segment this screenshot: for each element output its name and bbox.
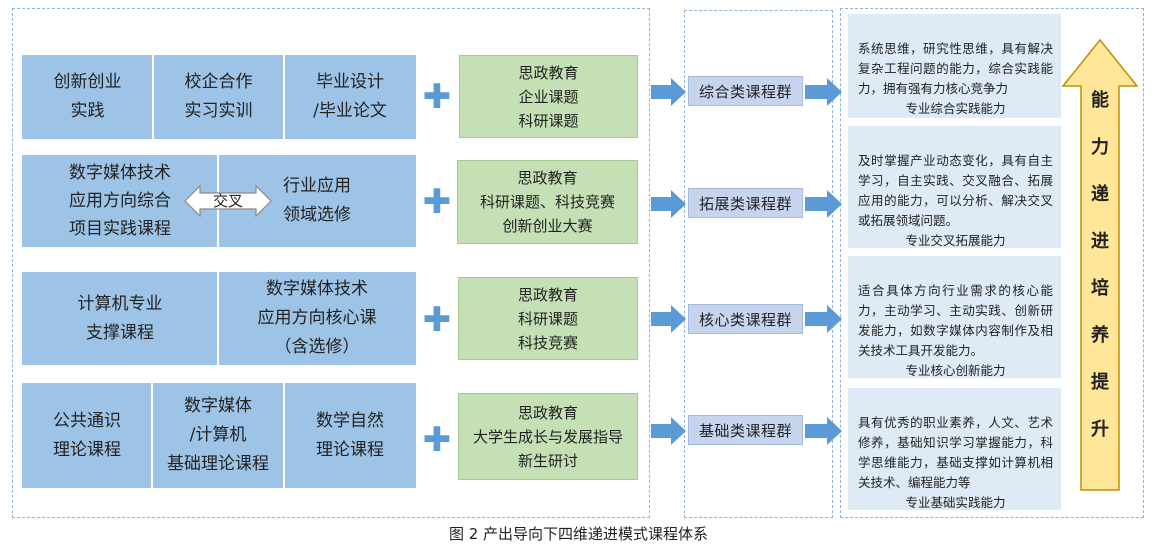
group-panel-frame: [684, 10, 833, 518]
plus-icon: ✚: [422, 77, 452, 117]
course-group-comprehensive: 综合类课程群: [688, 76, 803, 106]
figure-caption: 图 2 产出导向下四维递进模式课程体系: [448, 525, 709, 543]
ability-description: 适合具体方向行业需求的核心能力，主动学习、主动实践、创新研发能力，如数字媒体内容…: [858, 283, 1053, 358]
ability-title: 专业核心创新能力: [905, 363, 1006, 378]
ability-title: 专业综合实践能力: [905, 101, 1006, 116]
plus-icon: ✚: [422, 420, 452, 460]
ideology-box-4: 思政教育 大学生成长与发展指导 新生研讨: [458, 393, 638, 480]
ability-description: 具有优秀的职业素养，人文、艺术修养，基础知识学习掌握能力，科学思维能力，基础支撑…: [858, 415, 1053, 490]
course-cell: 计算机专业 支撑课程: [22, 272, 218, 365]
arrow-right-icon: [805, 190, 842, 218]
arrow-right-icon: [651, 417, 686, 445]
ability-title: 专业交叉拓展能力: [905, 233, 1006, 248]
ability-title: 专业基础实践能力: [905, 495, 1006, 510]
arrow-right-icon: [651, 305, 686, 333]
arrow-right-icon: [805, 417, 842, 445]
arrow-right-icon: [805, 305, 842, 333]
progress-up-arrow-icon: [1061, 38, 1139, 491]
course-cell: 公共通识 理论课程: [22, 383, 152, 488]
vertical-text: 能力递进培养提升: [1091, 90, 1109, 440]
course-cell: 数字媒体技术 应用方向核心课 （含选修）: [218, 272, 416, 365]
course-row-4: 公共通识 理论课程 数字媒体 /计算机 基础理论课程 数学自然 理论课程: [22, 383, 416, 488]
course-row-2: 数字媒体技术 应用方向综合 项目实践课程 行业应用 领域选修 交叉: [22, 155, 416, 247]
ability-description: 及时掌握产业动态变化，具有自主学习，自主实践、交叉融合、拓展应用的能力，可以分析…: [858, 153, 1053, 228]
course-group-extension: 拓展类课程群: [688, 188, 803, 218]
course-group-core: 核心类课程群: [688, 304, 803, 334]
ideology-box-3: 思政教育 科研课题 科技竞赛: [458, 277, 638, 360]
plus-icon: ✚: [422, 300, 452, 340]
left-panel-frame: [12, 8, 650, 518]
right-panel-frame: [840, 8, 1144, 518]
cross-label: 交叉: [212, 192, 243, 210]
cross-double-arrow-icon: [184, 185, 272, 217]
ability-box-3: 适合具体方向行业需求的核心能力，主动学习、主动实践、创新研发能力，如数字媒体内容…: [848, 256, 1061, 378]
course-row-1: 创新创业 实践 校企合作 实习实训 毕业设计 /毕业论文: [22, 55, 416, 139]
ability-box-4: 具有优秀的职业素养，人文、艺术修养，基础知识学习掌握能力，科学思维能力，基础支撑…: [848, 388, 1061, 510]
ideology-box-2: 思政教育 科研课题、科技竞赛 创新创业大赛: [457, 160, 638, 244]
course-group-foundation: 基础类课程群: [688, 415, 803, 445]
course-cell: 数字媒体 /计算机 基础理论课程: [152, 383, 284, 488]
arrow-right-icon: [651, 190, 686, 218]
ability-description: 系统思维，研究性思维，具有解决复杂工程问题的能力，综合实践能力，拥有强有力核心竞…: [858, 41, 1053, 96]
course-cell: 创新创业 实践: [22, 55, 153, 139]
course-cell: 数学自然 理论课程: [284, 383, 416, 488]
arrow-right-icon: [805, 78, 842, 106]
ability-box-1: 系统思维，研究性思维，具有解决复杂工程问题的能力，综合实践能力，拥有强有力核心竞…: [848, 14, 1061, 118]
plus-icon: ✚: [422, 182, 452, 222]
course-cell: 毕业设计 /毕业论文: [284, 55, 416, 139]
ideology-box-1: 思政教育 企业课题 科研课题: [459, 55, 638, 138]
vertical-ability-text: 能力递进培养提升: [1085, 77, 1115, 453]
ability-box-2: 及时掌握产业动态变化，具有自主学习，自主实践、交叉融合、拓展应用的能力，可以分析…: [848, 126, 1061, 248]
arrow-right-icon: [651, 78, 686, 106]
course-row-3: 计算机专业 支撑课程 数字媒体技术 应用方向核心课 （含选修）: [22, 272, 416, 365]
course-cell: 校企合作 实习实训: [153, 55, 284, 139]
